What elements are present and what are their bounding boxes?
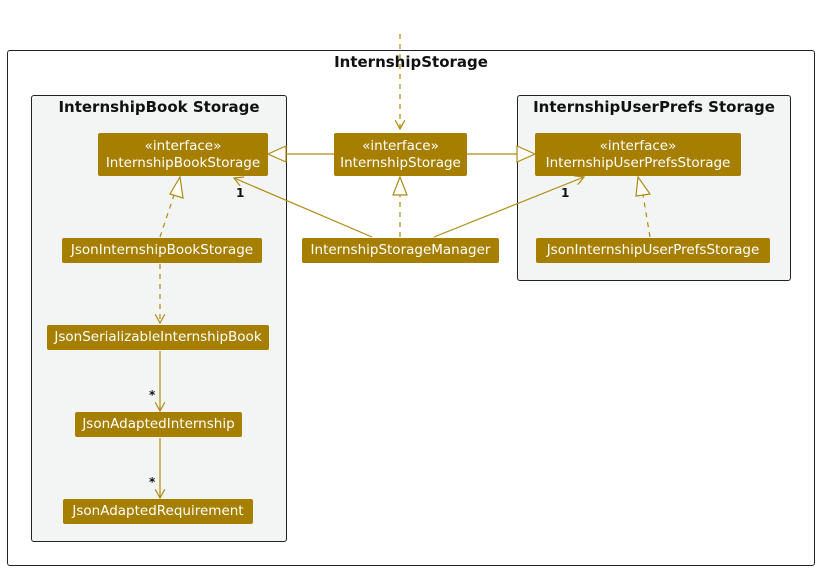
json-serializable-internship-book-class: JsonSerializableInternshipBook (47, 325, 269, 350)
json-adapted-requirement-class: JsonAdaptedRequirement (63, 499, 253, 524)
multiplicity-internship-to-requirement: * (149, 475, 156, 489)
internship-storage-manager-class: InternshipStorageManager (302, 238, 499, 263)
json-book-realizes-head (169, 175, 184, 199)
manager-to-prefs-association (433, 177, 584, 238)
internship-storage-name: InternshipStorage (340, 154, 461, 171)
internship-book-storage-stereotype: «interface» (144, 137, 222, 154)
manager-realizes-storage-head (392, 175, 408, 196)
manager-to-book-association (234, 178, 373, 238)
json-adapted-internship-class: JsonAdaptedInternship (75, 412, 242, 437)
internship-storage-stereotype: «interface» (362, 137, 439, 154)
storage-extends-prefs-head (516, 145, 537, 163)
multiplicity-manager-to-prefs: 1 (561, 186, 570, 200)
storage-extends-book-head (266, 145, 287, 163)
multiplicity-manager-to-book: 1 (236, 186, 245, 200)
internship-storage-package-title: InternshipStorage (334, 53, 488, 71)
json-prefs-realizes-head (635, 175, 652, 197)
json-prefs-realizes-line (642, 194, 651, 238)
multiplicity-book-to-internship: * (149, 388, 156, 402)
internship-user-prefs-storage-title: InternshipUserPrefs Storage (533, 98, 775, 116)
json-internship-book-storage-class: JsonInternshipBookStorage (62, 238, 262, 263)
internship-user-prefs-storage-stereotype: «interface» (599, 137, 677, 154)
json-book-realizes-line (159, 194, 175, 238)
internship-book-storage-class: «interface» InternshipBookStorage (98, 133, 268, 176)
internship-user-prefs-storage-name: InternshipUserPrefsStorage (545, 154, 731, 171)
internship-book-storage-name: InternshipBookStorage (105, 154, 261, 171)
internship-storage-class: «interface» InternshipStorage (334, 133, 467, 176)
json-internship-user-prefs-storage-class: JsonInternshipUserPrefsStorage (536, 238, 770, 263)
internship-book-storage-title: InternshipBook Storage (58, 98, 260, 116)
internship-user-prefs-storage-class: «interface» InternshipUserPrefsStorage (535, 133, 741, 176)
